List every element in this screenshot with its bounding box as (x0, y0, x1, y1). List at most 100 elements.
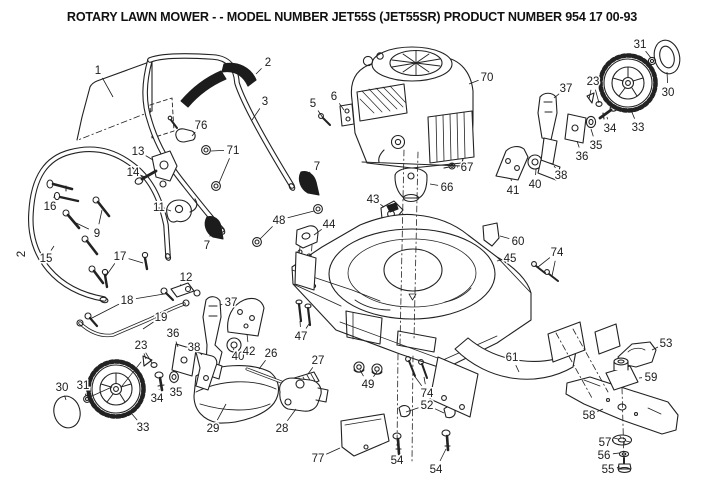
part-callout-30: 30 (662, 87, 675, 99)
part-callout-3: 3 (262, 96, 268, 108)
callout-leader-23 (143, 353, 147, 360)
deck-bracket-drawing (252, 204, 323, 327)
callout-leader-58 (597, 408, 604, 412)
callout-leader-1 (102, 77, 114, 98)
part-callout-31: 31 (77, 380, 90, 392)
handle-bracket-7-left (204, 216, 224, 240)
part-callout-30: 30 (56, 382, 69, 394)
callout-leader-11 (167, 209, 172, 212)
part-callout-59: 59 (645, 372, 658, 384)
part-callout-1: 1 (95, 65, 101, 77)
part-callout-58: 58 (583, 410, 596, 422)
part-callout-15: 15 (40, 253, 53, 265)
part-callout-55: 55 (602, 464, 615, 476)
part-callout-12: 12 (180, 272, 193, 284)
callout-leader-17 (105, 263, 116, 277)
callout-leader-14 (141, 175, 146, 178)
left-adjuster-drawing (171, 296, 265, 391)
control-rod-drawing (76, 282, 201, 338)
part-callout-40: 40 (232, 351, 245, 363)
rear-guard-drawing (429, 321, 621, 418)
part-callout-5: 5 (310, 98, 316, 110)
part-callout-77: 77 (312, 453, 325, 465)
callout-leader-18 (89, 303, 120, 320)
part-callout-7: 7 (314, 161, 320, 173)
part-callout-36: 36 (167, 328, 180, 340)
callout-leader-23 (595, 89, 600, 104)
part-callout-57: 57 (599, 437, 612, 449)
part-callout-67: 67 (461, 162, 474, 174)
callout-leader-77 (326, 447, 341, 455)
callout-leader-71 (210, 150, 225, 152)
callout-leader-33 (630, 109, 635, 119)
part-callout-26: 26 (265, 348, 278, 360)
callout-leader-26 (258, 359, 266, 370)
callout-leader-28 (286, 408, 297, 422)
callout-leader-70 (468, 79, 479, 85)
part-callout-35: 35 (170, 387, 183, 399)
part-callout-71: 71 (227, 145, 240, 157)
callout-leader-9 (73, 221, 90, 230)
part-callout-48: 48 (273, 215, 286, 227)
callout-leader-74 (551, 260, 556, 277)
callout-leader-13 (145, 155, 154, 161)
callout-leader-45 (496, 259, 502, 262)
callout-leader-23 (145, 352, 153, 364)
front-wheel-drawing (53, 355, 179, 429)
callout-leader-23 (588, 89, 592, 100)
shield-60-drawing (482, 222, 500, 247)
rear-wheel-drawing (598, 39, 681, 113)
part-callout-41: 41 (507, 185, 520, 197)
callout-leader-19 (142, 321, 154, 330)
callout-leader-48 (287, 210, 315, 219)
callout-leader-36 (175, 341, 179, 348)
callout-leader-7 (209, 232, 212, 237)
callout-leader-60 (499, 235, 510, 239)
callout-leader-52 (434, 408, 445, 414)
part-callout-36: 36 (576, 151, 589, 163)
upper-handle-drawing (142, 53, 296, 235)
part-callout-37: 37 (225, 297, 238, 309)
callout-leader-43 (380, 203, 385, 208)
callout-leader-16 (53, 194, 56, 198)
part-callout-56: 56 (598, 450, 611, 462)
callout-leader-17 (128, 258, 144, 264)
part-callout-43: 43 (367, 194, 380, 206)
part-callout-9: 9 (94, 228, 100, 240)
callout-leader-29 (216, 403, 227, 421)
part-callout-23: 23 (587, 76, 600, 88)
callout-leader-48 (259, 226, 273, 240)
part-callout-27: 27 (312, 355, 325, 367)
part-callout-37: 37 (560, 83, 573, 95)
callout-leader-38 (553, 165, 556, 169)
callout-leader-49 (373, 371, 378, 378)
part-callout-54: 54 (391, 455, 404, 467)
handle-bolts-drawing (46, 179, 111, 285)
callout-leader-18 (135, 293, 165, 299)
part-callout-61: 61 (506, 352, 519, 364)
part-callout-47: 47 (295, 331, 308, 343)
part-callout-23: 23 (135, 340, 148, 352)
part-callout-74: 74 (421, 388, 434, 400)
callout-leader-2 (255, 68, 262, 75)
callout-leader-38 (200, 353, 203, 356)
callout-leader-61 (515, 365, 520, 373)
blade-assembly-drawing (565, 341, 679, 473)
callout-leader-30 (666, 71, 668, 84)
engine-mount-hardware-drawing (318, 103, 355, 127)
callout-leader-56 (612, 452, 620, 455)
callout-leader-35 (590, 128, 594, 137)
handle-clamp-drawing (134, 115, 221, 223)
part-callout-29: 29 (207, 423, 220, 435)
part-callout-33: 33 (137, 422, 150, 434)
part-callout-11: 11 (153, 202, 165, 214)
callout-leader-31 (85, 393, 87, 397)
callout-leader-12 (179, 284, 182, 287)
part-callout-33: 33 (632, 122, 645, 134)
right-height-sector-drawing (495, 146, 543, 181)
part-callout-66: 66 (441, 182, 454, 194)
callout-leader-42 (246, 333, 249, 343)
callout-leader-53 (651, 346, 659, 351)
callout-leader-74 (537, 257, 551, 268)
